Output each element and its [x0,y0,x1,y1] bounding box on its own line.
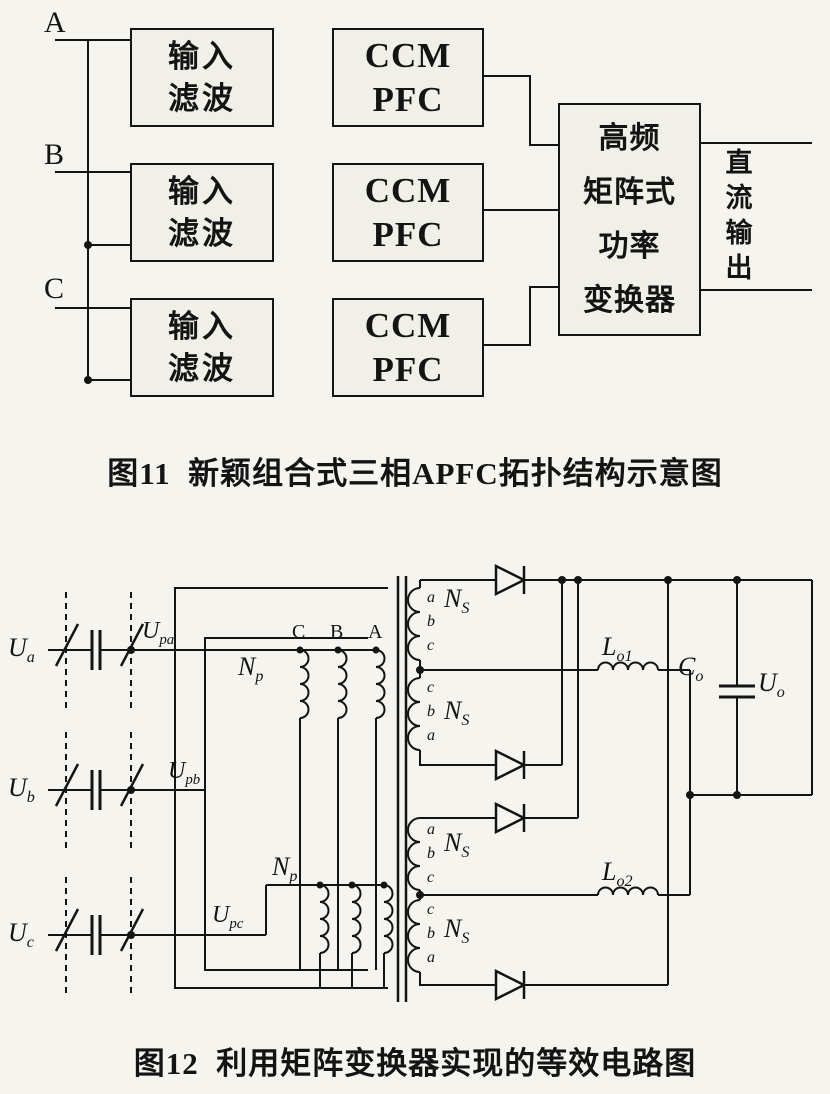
secondary2-ns-label: NS [444,696,470,730]
secondary-winding-coils [407,587,421,973]
node-upb-label: Upb [168,758,201,788]
secondary2-tap-a: a [427,727,435,744]
source-ua-label: Ua [8,633,35,667]
secondary4-tap-c: c [427,901,435,918]
ccm-pfc-box-1: CCM PFC [332,28,484,127]
secondary3-ns-label: NS [444,828,470,862]
fig11-phase-c-label: C [44,272,65,305]
fig11-phase-b-label: B [44,138,65,171]
source-ub-label: Ub [8,773,35,807]
source-wires [48,649,376,936]
primary-phase-c-label: C [292,621,306,643]
source-uc-label: Uc [8,918,34,952]
inductor-lo1-label: Lo1 [602,632,633,666]
primary-phase-b-label: B [330,621,344,643]
secondary3-tap-a: a [427,821,435,838]
secondary2-tap-b: b [427,703,435,720]
junction-dots [127,576,741,939]
switch-icon [54,623,145,952]
input-filter-box-1: 输入 滤波 [130,28,274,127]
secondary3-tap-c: c [427,869,435,886]
primary-routing [174,587,388,989]
transformer-core [396,576,408,1002]
secondary3-tap-b: b [427,845,435,862]
diode-icon [494,563,527,1002]
secondary2-tap-c: c [427,679,435,696]
node-upa-label: Upa [142,618,175,648]
node-upc-label: Upc [212,902,244,932]
matrix-converter-box: 高频 矩阵式 功率 变换器 [558,103,701,336]
primary-np-label-top: Np [238,652,264,686]
ccm-pfc-box-2: CCM PFC [332,163,484,262]
inductor-lo2-label: Lo2 [602,857,633,891]
secondary1-tap-c: c [427,637,435,654]
secondary1-ns-label: NS [444,584,470,618]
fig11-caption: 图11 新颖组合式三相APFC拓扑结构示意图 [107,456,723,491]
rectifier-wires [419,579,813,986]
output-capacitor-icon [719,684,755,699]
input-filter-box-2: 输入 滤波 [130,163,274,262]
primary-winding-coils [299,649,394,954]
primary-phase-a-label: A [368,621,383,643]
capacitor-icon [90,630,102,955]
secondary4-tap-a: a [427,949,435,966]
input-filter-box-3: 输入 滤波 [130,298,274,397]
secondary4-tap-b: b [427,925,435,942]
fig11-phase-a-label: A [44,6,66,39]
output-inductor-coils [597,661,659,896]
fig12-caption: 图12 利用矩阵变换器实现的等效电路图 [133,1046,697,1081]
dc-output-label: 直流输出 [725,148,753,284]
primary-np-label-bottom: Np [272,852,298,886]
output-cap-co-label: Co [678,652,704,686]
fig11-wires [55,39,812,381]
secondary4-ns-label: NS [444,914,470,948]
secondary1-tap-b: b [427,613,435,630]
secondary1-tap-a: a [427,589,435,606]
ccm-pfc-box-3: CCM PFC [332,298,484,397]
output-voltage-uo-label: Uo [758,668,785,702]
fig11-junction-dots [84,241,92,384]
